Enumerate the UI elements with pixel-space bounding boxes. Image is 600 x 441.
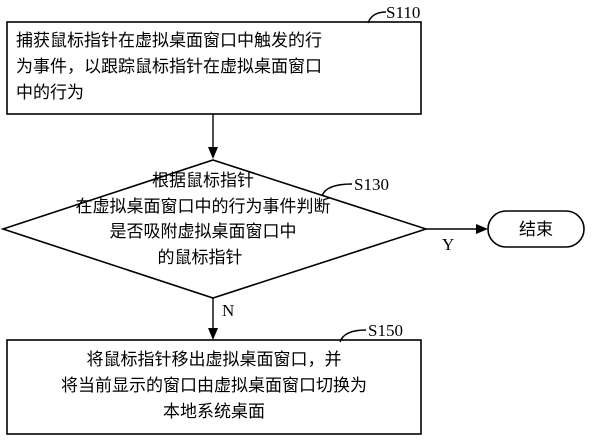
branch-yes-label: Y <box>442 235 454 254</box>
arrowhead-end <box>476 224 488 234</box>
step-s110-line-2: 为事件，以跟踪鼠标指针在虚拟桌面窗口 <box>16 57 322 77</box>
step-s110-id: S110 <box>386 3 420 22</box>
step-s110-line-3: 中的行为 <box>16 83 84 103</box>
step-s150-id: S150 <box>368 321 403 340</box>
step-s150-box <box>6 339 422 435</box>
decision-s130-id: S130 <box>354 175 389 194</box>
end-terminator <box>487 210 585 248</box>
end-label: 结束 <box>519 220 553 240</box>
arrowhead-s150 <box>208 328 218 340</box>
step-s110-id-leader <box>367 11 387 24</box>
arrowhead-s130 <box>208 147 218 159</box>
branch-no-label: N <box>222 301 234 320</box>
decision-s130-line-2: 在虚拟桌面窗口中的行为事件判断 <box>76 197 331 217</box>
step-s150-id-leader <box>339 329 367 343</box>
decision-s130-line-3: 是否吸附虚拟桌面窗口中 <box>110 222 297 242</box>
step-s150-line-1: 将鼠标指针移出虚拟桌面窗口，并 <box>87 350 342 370</box>
step-s110-box <box>6 21 422 115</box>
step-s150-line-3: 本地系统桌面 <box>163 402 265 422</box>
step-s110-line-1: 捕获鼠标指针在虚拟桌面窗口中触发的行 <box>16 31 322 51</box>
step-s150-line-2: 将当前显示的窗口由虚拟桌面窗口切换为 <box>61 376 367 396</box>
decision-s130-id-leader <box>321 183 353 197</box>
decision-s130-line-4: 的鼠标指针 <box>158 248 243 268</box>
decision-s130-line-1: 根据鼠标指针 <box>152 171 254 191</box>
